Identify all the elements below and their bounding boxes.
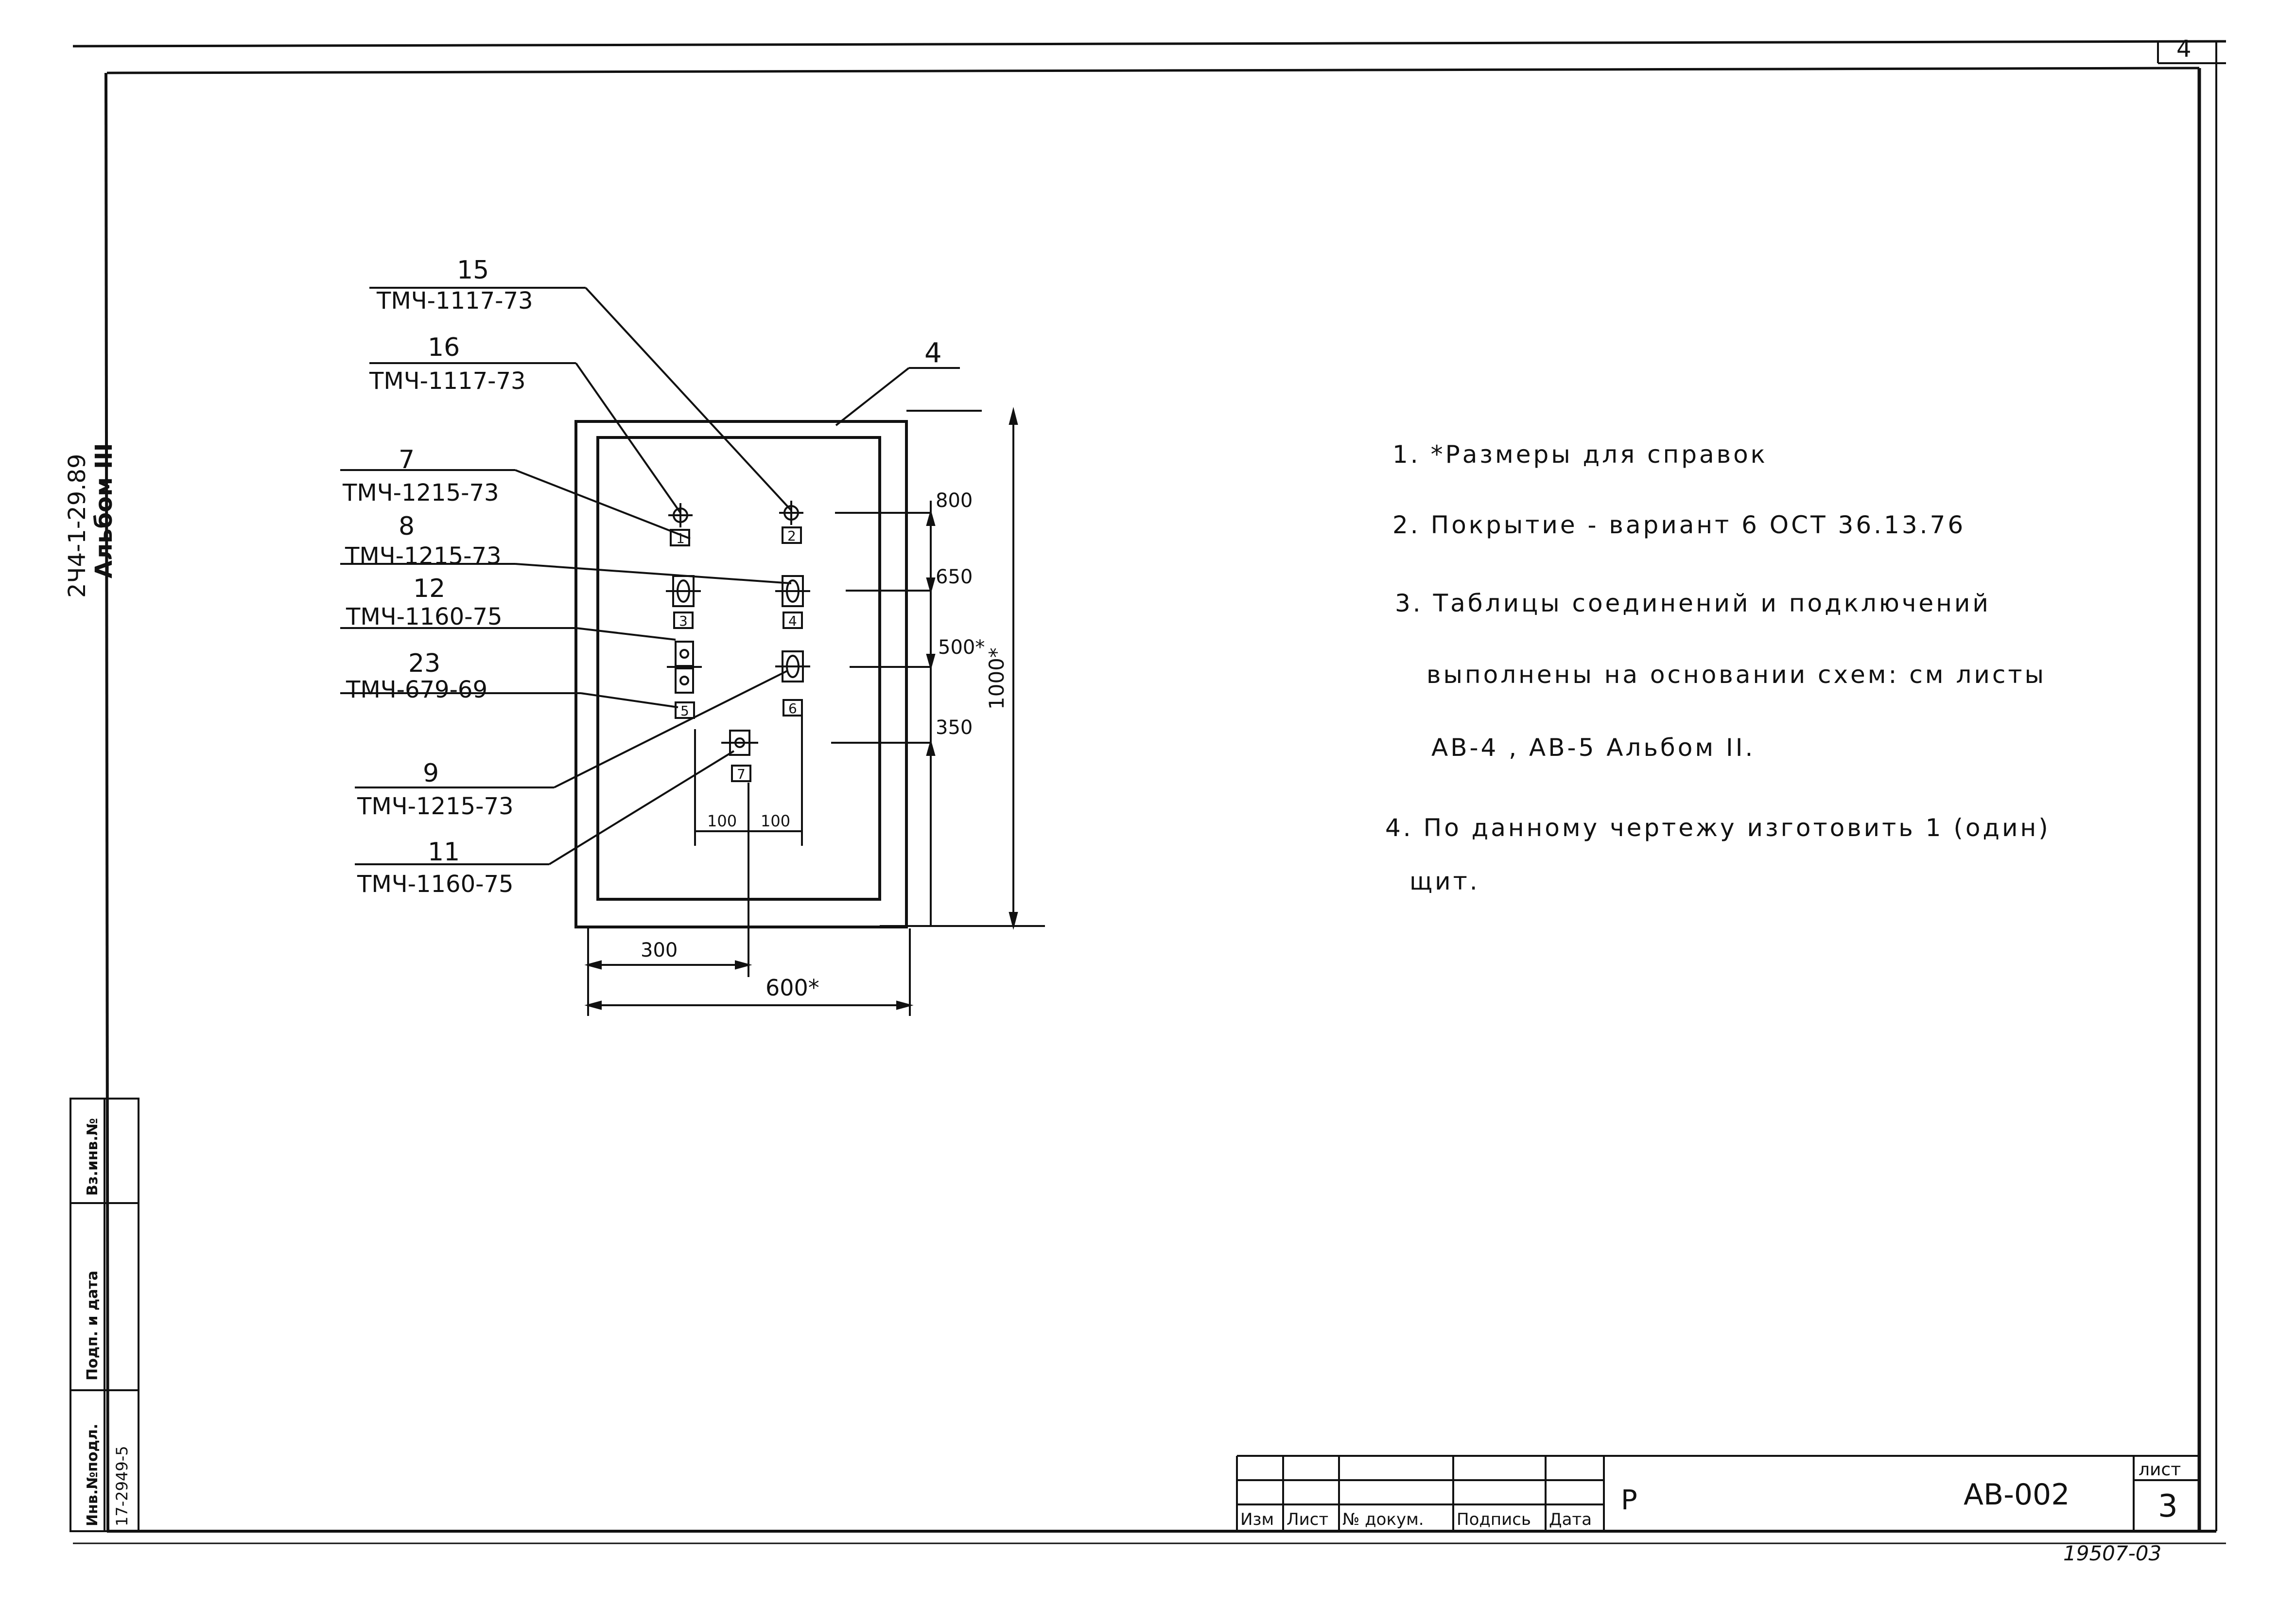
note-3-line-2: выполнены на основании схем: см листы (1426, 661, 2046, 689)
component-tag-3: 3 (679, 613, 688, 629)
panel-inner-frame (596, 436, 881, 901)
component-tag-2: 2 (787, 528, 796, 544)
dim-500: 500* (938, 636, 985, 659)
note-2: 2. Покрытие - вариант 6 ОСТ 36.13.76 (1392, 511, 1966, 539)
callout-12-pos: 12 (413, 574, 445, 603)
tb-sheet-label: лист (2139, 1460, 2181, 1480)
callout-11-pos: 11 (428, 838, 460, 867)
button-symbol-5a (675, 641, 694, 667)
tb-stage: Р (1621, 1485, 1637, 1516)
corner-sheet-number: 4 (2176, 35, 2192, 63)
note-4-line-1: 4. По данному чертежу изготовить 1 (один… (1385, 814, 2051, 842)
callout-12-ref: ТМЧ-1160-75 (346, 603, 503, 630)
panel-leader (835, 367, 960, 426)
panel-position-label: 4 (924, 337, 942, 369)
note-3-line-1: 3. Таблицы соединений и подключений (1395, 589, 1991, 617)
dim-300: 300 (641, 939, 678, 961)
note-1: 1. *Размеры для справок (1392, 440, 1768, 469)
component-tag-5: 5 (680, 703, 689, 719)
callout-8-pos: 8 (399, 512, 415, 541)
dim-100-right: 100 (761, 812, 790, 830)
tag-box-4 (783, 612, 803, 629)
callout-23-ref: ТМЧ-679-69 (346, 676, 487, 703)
stamp-sign-label: Подп. и дата (84, 1271, 101, 1381)
dim-800: 800 (936, 489, 973, 512)
dimension-lines (584, 407, 1045, 1016)
side-stamp (70, 1098, 139, 1532)
callout-9-ref: ТМЧ-1215-73 (357, 793, 514, 820)
dim-600: 600* (765, 975, 819, 1001)
stamp-replace-label: Вз.инв.№ (84, 1118, 101, 1196)
component-tag-6: 6 (788, 700, 797, 717)
note-4-line-2: щит. (1409, 867, 1480, 895)
callout-23-pos: 23 (408, 649, 440, 678)
panel-outline (574, 420, 908, 928)
dim-350: 350 (936, 717, 973, 739)
tag-box-3 (673, 612, 694, 629)
tb-sheet-number: 3 (2158, 1488, 2178, 1524)
tag-box-7 (731, 765, 751, 782)
components (666, 501, 810, 782)
tb-header-sign: Подпись (1457, 1510, 1531, 1529)
callout-11-ref: ТМЧ-1160-75 (357, 871, 514, 898)
stamp-inv-label: Инв.№подл. (84, 1424, 101, 1526)
tag-box-6 (783, 699, 803, 717)
rotated-archive-label: 2Ч4-1-29.89 Альбом III (64, 443, 118, 598)
rotated-title: 2Ч4-1-29.89 (64, 454, 91, 598)
bottom-doc-number: 19507-03 (2063, 1541, 2161, 1565)
callout-7-ref: ТМЧ-1215-73 (342, 479, 499, 507)
callout-7-pos: 7 (399, 445, 415, 474)
callout-leaders (340, 287, 792, 865)
component-tag-4: 4 (788, 613, 797, 629)
tag-box-5 (675, 701, 695, 719)
button-symbol-5b (675, 667, 694, 694)
component-tag-7: 7 (737, 766, 746, 782)
rotated-album: Альбом III (90, 443, 118, 578)
title-block (1236, 1455, 2199, 1531)
callout-8-ref: ТМЧ-1215-73 (345, 542, 502, 570)
tb-code: АВ-002 (1964, 1478, 2070, 1512)
callout-16-pos: 16 (428, 333, 460, 362)
dim-1000: 1000* (985, 647, 1009, 710)
callout-16-ref: ТМЧ-1117-73 (369, 367, 526, 395)
tb-header-list: Лист (1287, 1510, 1328, 1529)
callout-9-pos: 9 (423, 759, 439, 788)
dim-100-left: 100 (707, 812, 737, 830)
tb-header-doc: № докум. (1342, 1510, 1424, 1529)
dim-650: 650 (936, 566, 973, 588)
stamp-inv-value: 17-2949-5 (113, 1446, 131, 1526)
tb-header-izm: Изм (1240, 1510, 1274, 1529)
sheet-frame (72, 40, 2226, 1544)
tag-box-2 (782, 526, 802, 544)
callout-15-ref: ТМЧ-1117-73 (376, 287, 533, 315)
callout-15-pos: 15 (457, 256, 489, 285)
panel-outer-frame (574, 420, 908, 928)
note-3-line-3: АВ-4 , АВ-5 Альбом II. (1431, 734, 1755, 762)
tb-header-date: Дата (1549, 1510, 1592, 1529)
